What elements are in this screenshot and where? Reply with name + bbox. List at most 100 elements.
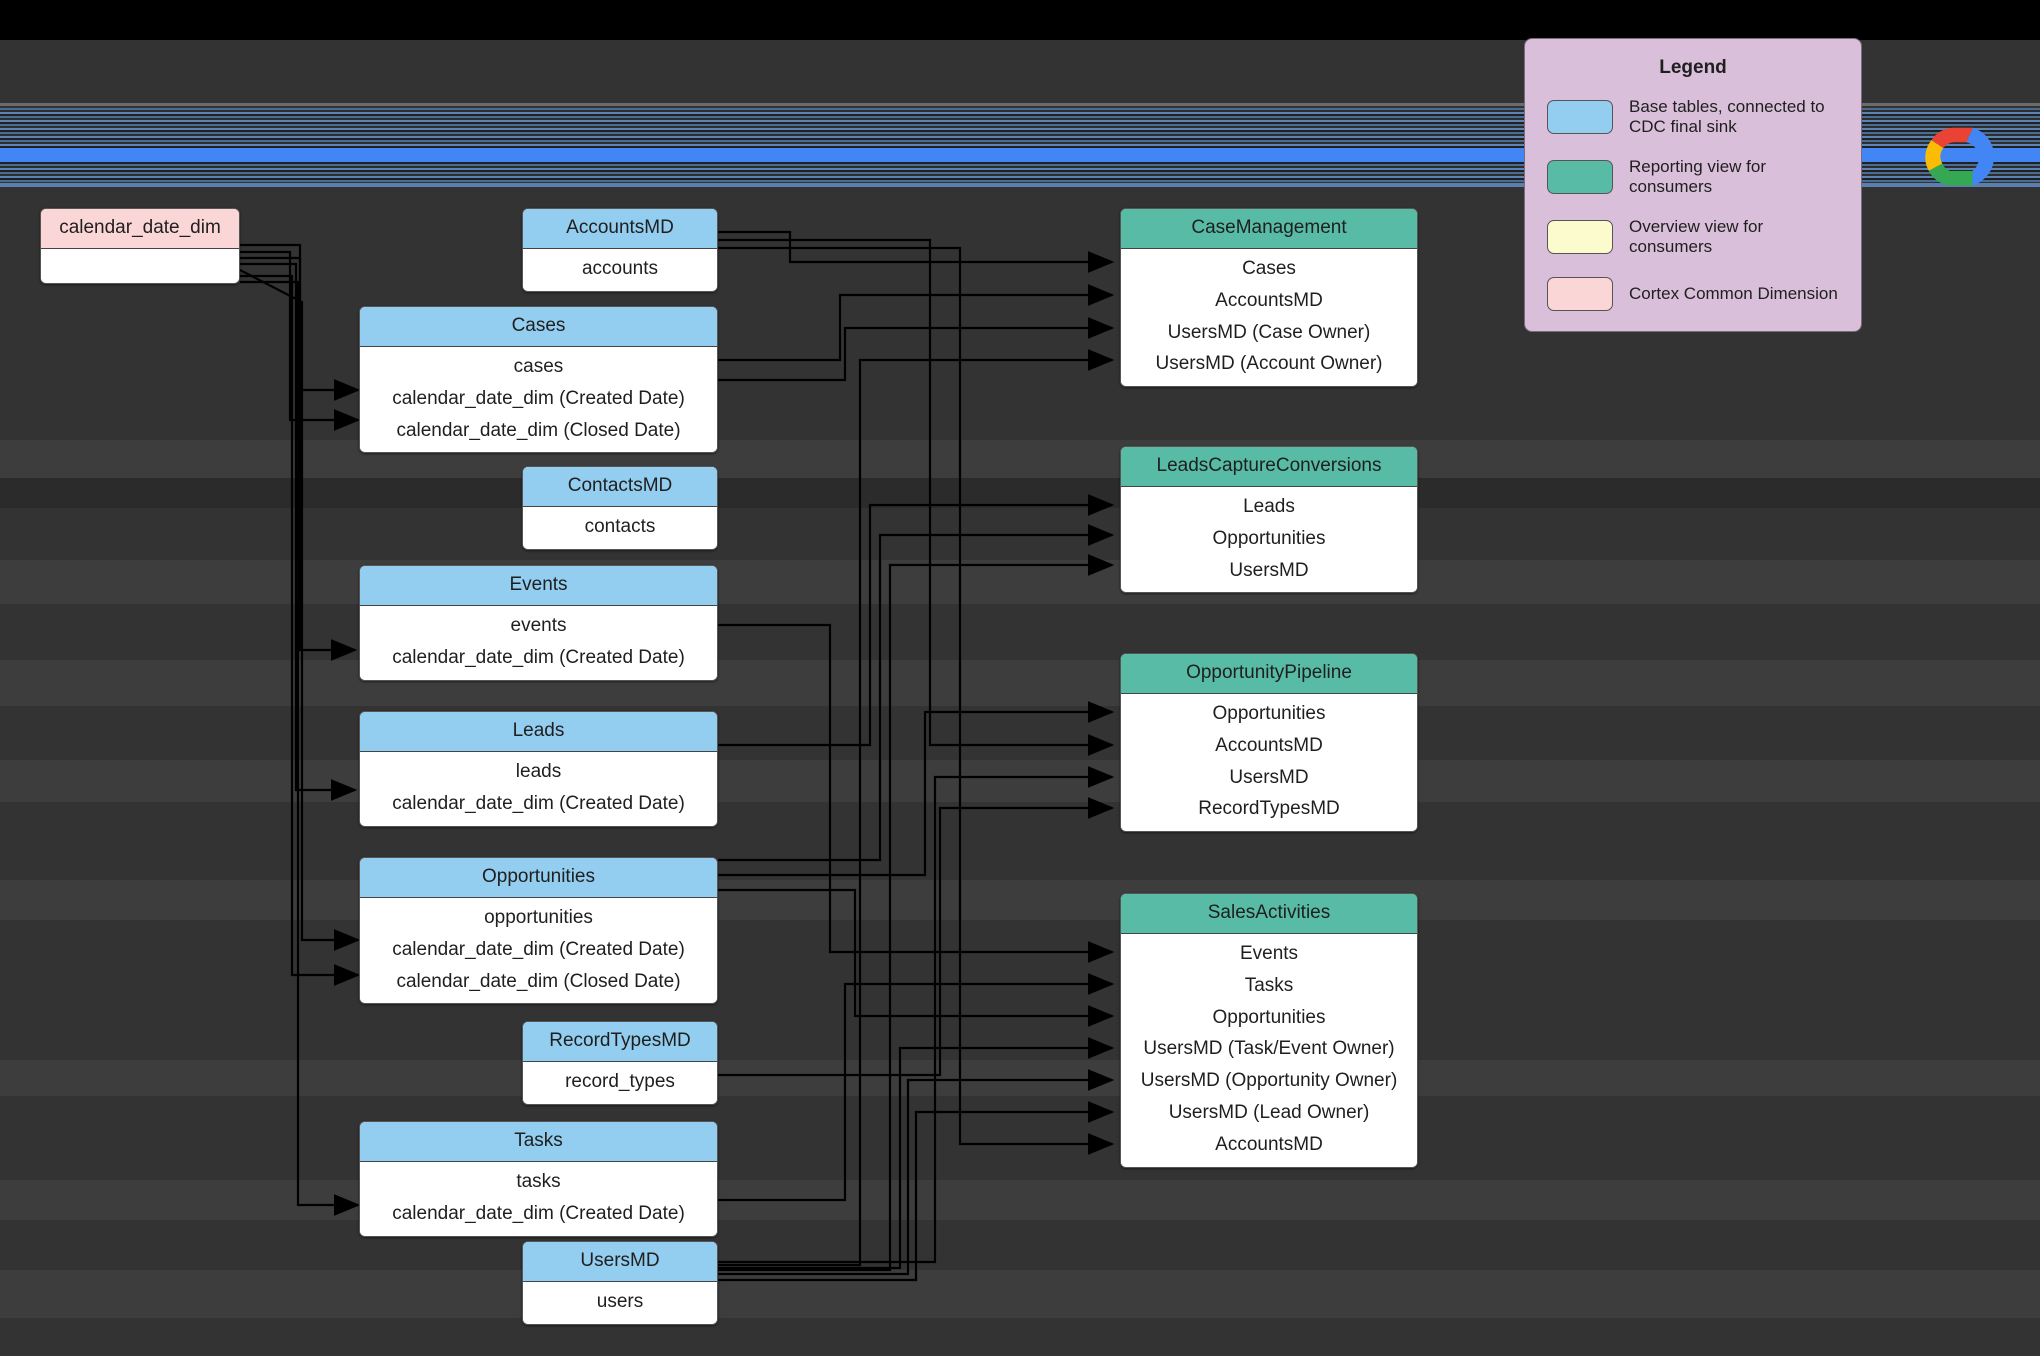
node-row: Tasks <box>1244 974 1294 996</box>
node-row: cases <box>513 355 564 377</box>
legend-title: Legend <box>1659 57 1727 78</box>
node-row: UsersMD (Opportunity Owner) <box>1140 1070 1398 1092</box>
legend-swatch <box>1547 277 1613 312</box>
legend-swatch <box>1547 220 1613 255</box>
render-artifact-band <box>0 440 2040 478</box>
legend-label: Base tables, connected to CDC final sink <box>1629 97 1825 137</box>
legend-item: Base tables, connected to CDC final sink <box>1547 97 1839 137</box>
node-calendar-date-dim[interactable]: calendar_date_dim <box>40 208 240 284</box>
node-title: SalesActivities <box>1121 894 1417 934</box>
render-artifact-band <box>0 760 2040 802</box>
node-row: AccountsMD <box>1215 1133 1323 1155</box>
node-row: AccountsMD <box>1215 289 1323 311</box>
node-tasks[interactable]: Tasks tasks calendar_date_dim (Created Da… <box>359 1121 718 1237</box>
node-row: calendar_date_dim (Created Date) <box>392 387 685 409</box>
node-row: opportunities <box>484 906 593 928</box>
node-rows: cases calendar_date_dim (Created Date) cal… <box>360 346 717 453</box>
render-artifact-streak <box>0 103 2040 106</box>
legend-item: Cortex Common Dimension <box>1547 277 1839 312</box>
node-rows: events calendar_date_dim (Created Date) <box>360 605 717 680</box>
legend-item: Overview view for consumers <box>1547 217 1839 257</box>
node-title: Tasks <box>360 1122 717 1162</box>
node-row: calendar_date_dim (Closed Date) <box>396 419 681 441</box>
node-row: record_types <box>565 1070 675 1092</box>
node-cases[interactable]: Cases cases calendar_date_dim (Created Da… <box>359 306 718 454</box>
render-artifact-band <box>0 478 2040 508</box>
node-row: UsersMD <box>1229 559 1309 581</box>
render-artifact-band <box>0 560 2040 604</box>
node-opportunities[interactable]: Opportunities opportunities calendar_date… <box>359 857 718 1005</box>
node-row: users <box>596 1290 644 1312</box>
node-row: Opportunities <box>1212 1006 1326 1028</box>
node-title: Opportunities <box>360 858 717 898</box>
node-contacts-md[interactable]: ContactsMD contacts <box>522 466 718 550</box>
node-rows: accounts <box>523 248 717 291</box>
render-artifact-streak <box>0 183 2040 187</box>
legend-rows: Base tables, connected to CDC final sink… <box>1547 97 1839 312</box>
legend-panel: Legend Base tables, connected to CDC fin… <box>1524 38 1862 333</box>
node-title: ContactsMD <box>523 467 717 507</box>
node-row: events <box>510 614 567 636</box>
node-accounts-md[interactable]: AccountsMD accounts <box>522 208 718 292</box>
node-row: Opportunities <box>1212 702 1326 724</box>
node-title: AccountsMD <box>523 209 717 249</box>
node-title: OpportunityPipeline <box>1121 654 1417 694</box>
render-artifact-band <box>0 1060 2040 1096</box>
node-rows: tasks calendar_date_dim (Created Date) <box>360 1161 717 1236</box>
node-title: Events <box>360 566 717 606</box>
node-row: Leads <box>1243 495 1295 517</box>
node-row: calendar_date_dim (Created Date) <box>392 792 685 814</box>
node-row: Events <box>1239 942 1299 964</box>
legend-swatch <box>1547 160 1613 195</box>
node-rows <box>41 248 239 283</box>
node-row: calendar_date_dim (Created Date) <box>392 938 685 960</box>
node-rows: opportunities calendar_date_dim (Created … <box>360 897 717 1004</box>
node-rows: users <box>523 1281 717 1324</box>
render-artifact-band <box>0 1270 2040 1318</box>
node-title: CaseManagement <box>1121 209 1417 249</box>
node-row: calendar_date_dim (Created Date) <box>392 646 685 668</box>
node-title: calendar_date_dim <box>41 209 239 249</box>
render-artifact-band <box>0 880 2040 920</box>
node-row: RecordTypesMD <box>1198 798 1340 820</box>
node-title: LeadsCaptureConversions <box>1121 447 1417 487</box>
node-leads[interactable]: Leads leads calendar_date_dim (Created Da… <box>359 711 718 827</box>
node-row: UsersMD (Lead Owner) <box>1168 1102 1370 1124</box>
node-rows: leads calendar_date_dim (Created Date) <box>360 751 717 826</box>
node-row: accounts <box>581 257 659 279</box>
node-row: UsersMD (Task/Event Owner) <box>1143 1038 1395 1060</box>
node-rows: record_types <box>523 1061 717 1104</box>
node-record-types-md[interactable]: RecordTypesMD record_types <box>522 1021 718 1105</box>
node-title: Leads <box>360 712 717 752</box>
google-cloud-logo <box>1908 100 2012 196</box>
node-row: calendar_date_dim (Created Date) <box>392 1202 685 1224</box>
render-artifact-band <box>0 660 2040 706</box>
node-row: AccountsMD <box>1215 734 1323 756</box>
node-row: UsersMD (Case Owner) <box>1167 321 1371 343</box>
node-events[interactable]: Events events calendar_date_dim (Created … <box>359 565 718 681</box>
node-title: UsersMD <box>523 1242 717 1282</box>
node-row: contacts <box>584 515 656 537</box>
node-row: UsersMD (Account Owner) <box>1155 353 1383 375</box>
node-row: calendar_date_dim (Closed Date) <box>396 970 681 992</box>
node-row: UsersMD <box>1229 766 1309 788</box>
legend-swatch <box>1547 100 1613 135</box>
legend-label: Cortex Common Dimension <box>1629 284 1838 304</box>
node-row: Opportunities <box>1212 527 1326 549</box>
node-users-md[interactable]: UsersMD users <box>522 1241 718 1325</box>
node-rows: contacts <box>523 506 717 549</box>
legend-item: Reporting view for consumers <box>1547 157 1839 197</box>
node-row: Cases <box>1242 257 1296 279</box>
render-artifact-band <box>0 1180 2040 1220</box>
node-row: leads <box>515 760 562 782</box>
node-title: Cases <box>360 307 717 347</box>
node-row: tasks <box>516 1170 561 1192</box>
